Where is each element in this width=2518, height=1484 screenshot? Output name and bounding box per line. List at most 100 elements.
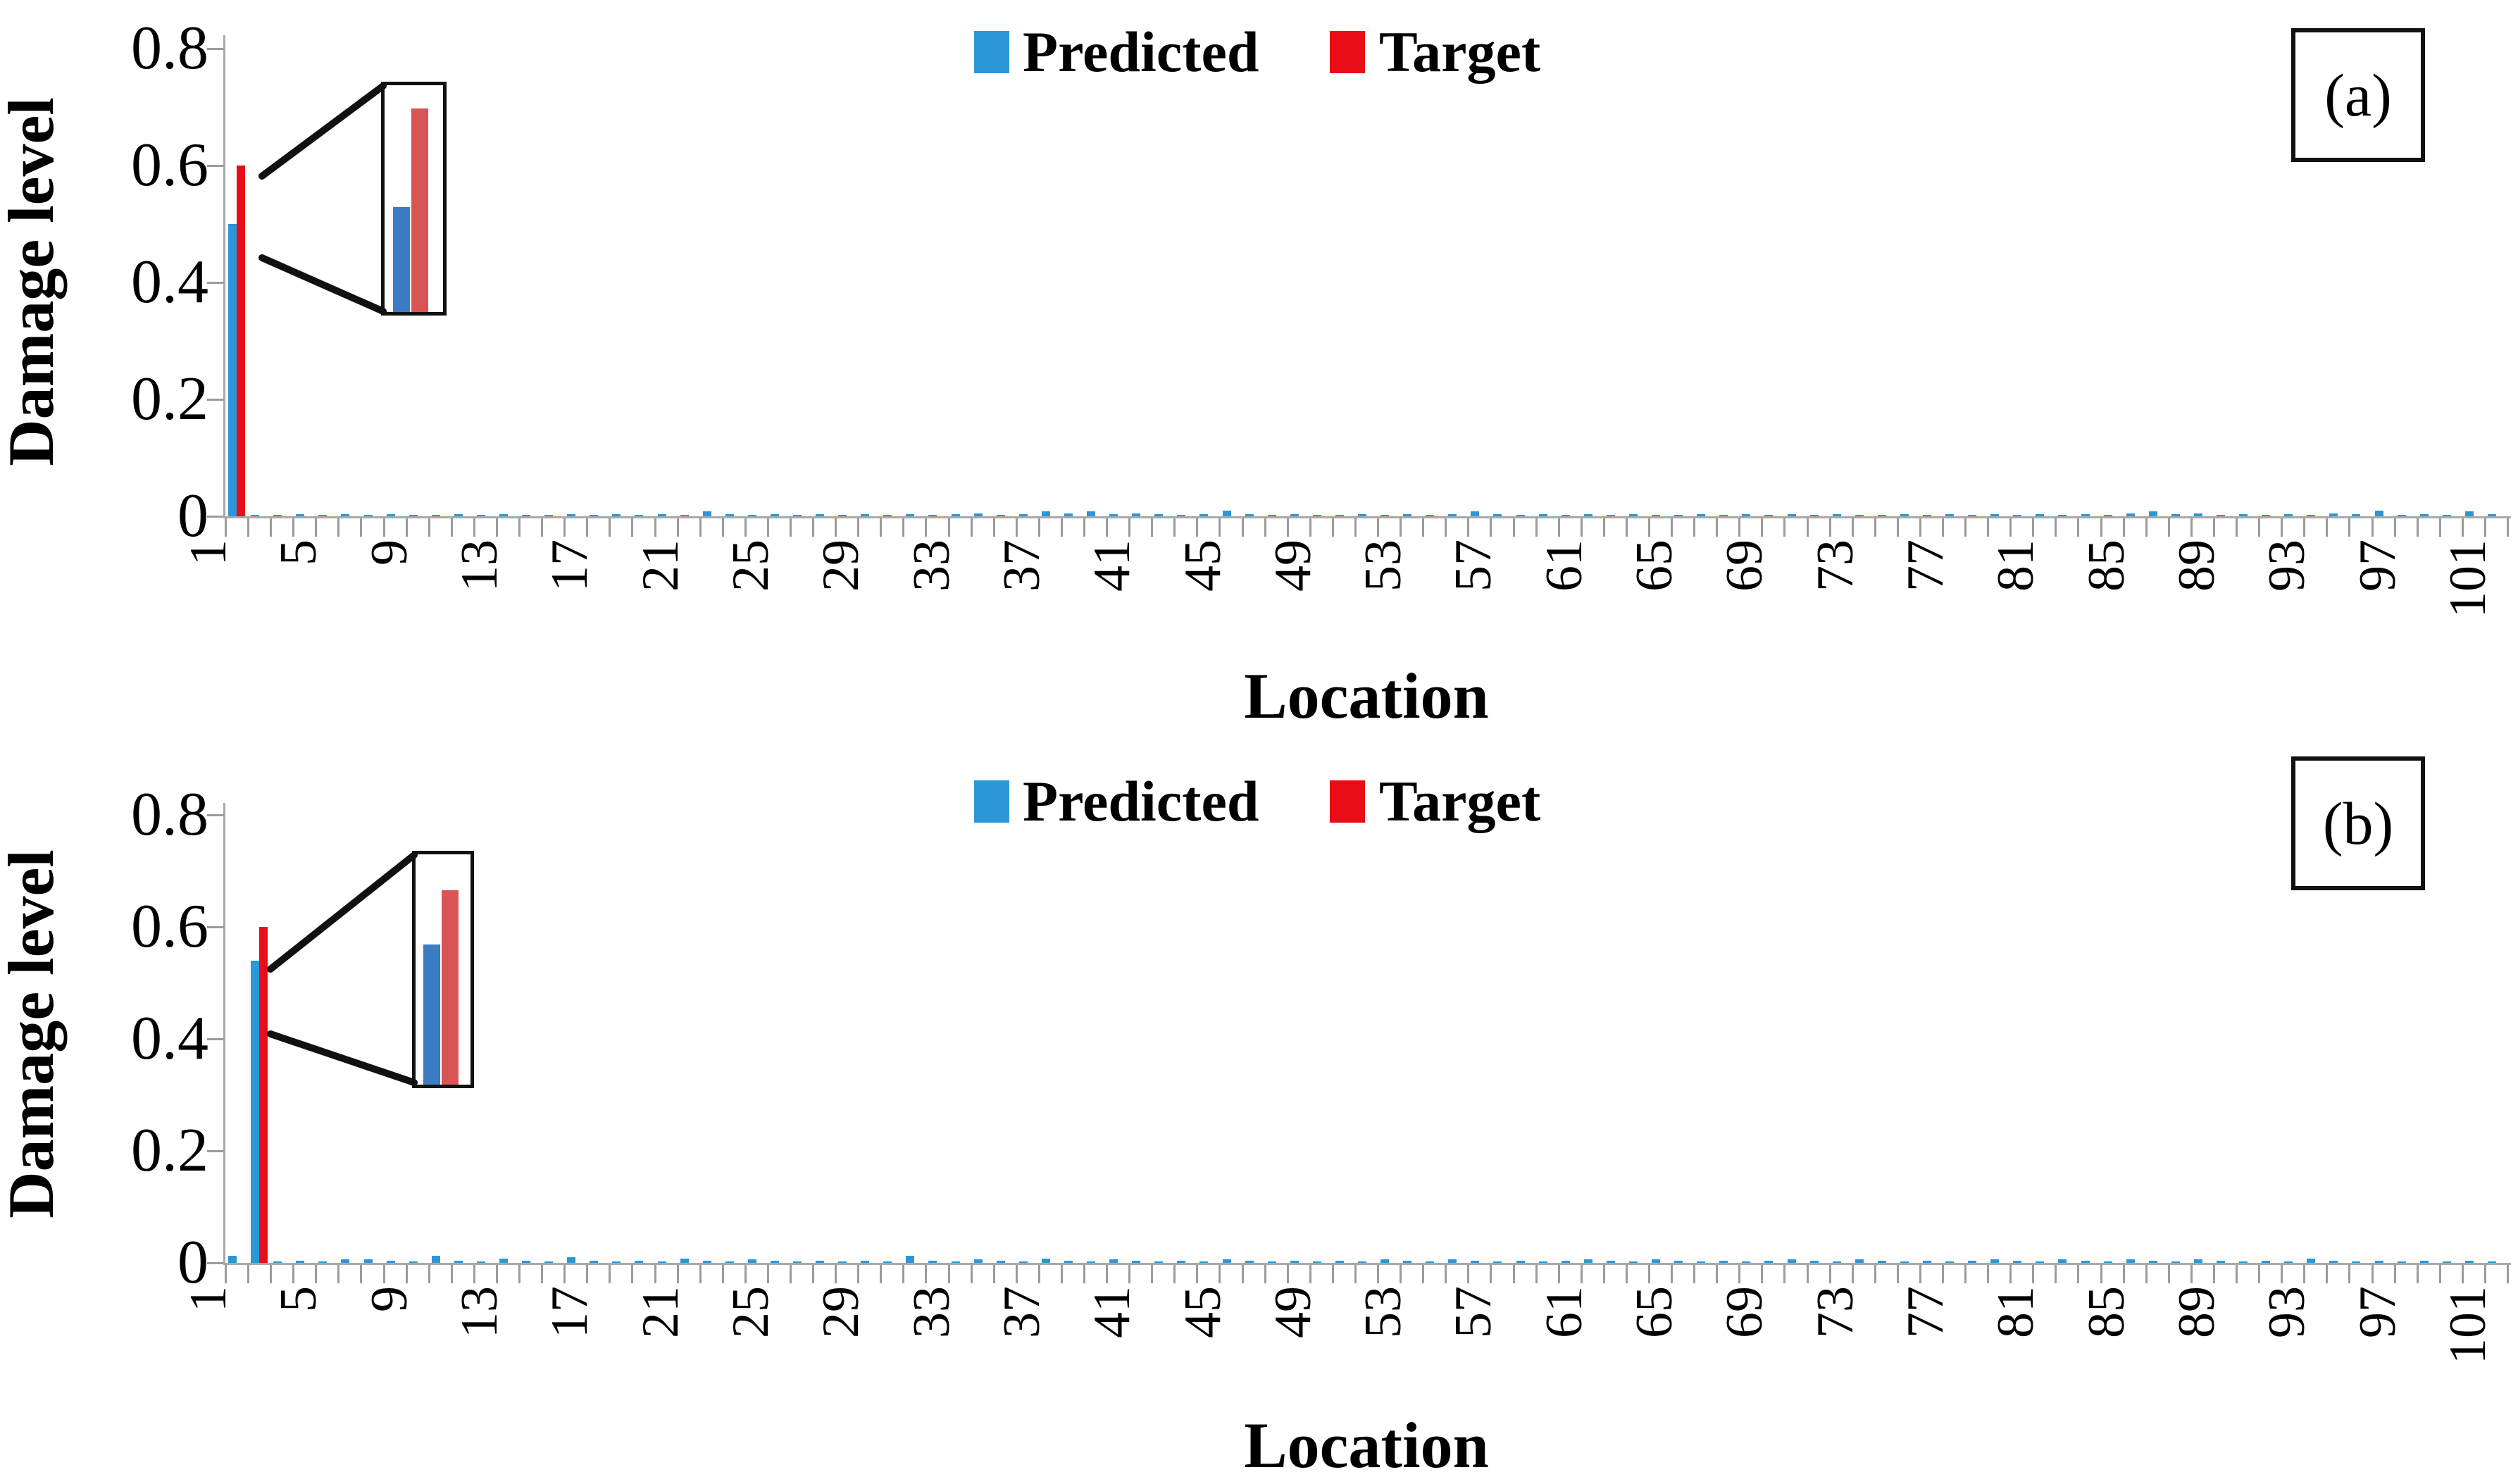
x-tick-mark: [1738, 1265, 1741, 1283]
predicted-bar-loc-6: [341, 1259, 350, 1263]
predicted-bar-loc-45: [1222, 1259, 1231, 1263]
x-tick-mark: [495, 518, 498, 537]
y-tick-label: 0.6: [131, 131, 208, 199]
predicted-bar-loc-66: [1697, 513, 1706, 516]
x-tick-mark: [1535, 518, 1538, 537]
x-tick-mark: [2438, 1265, 2441, 1283]
predicted-bar-loc-60: [1561, 1260, 1570, 1263]
predicted-bar-loc-8: [386, 513, 395, 516]
predicted-bar-loc-85: [2126, 1259, 2135, 1263]
predicted-bar-loc-70: [1787, 1259, 1796, 1263]
predicted-bar-loc-91: [2262, 515, 2271, 516]
x-tick-mark: [631, 518, 634, 537]
x-tick-mark: [2055, 518, 2057, 537]
predicted-bar-loc-59: [1538, 1261, 1547, 1263]
x-tick-mark: [925, 1265, 928, 1283]
x-tick-label: 53: [1354, 1286, 1413, 1338]
x-tick-label: 33: [902, 1286, 961, 1338]
inset-predicted-bar: [393, 206, 410, 312]
x-tick-mark: [518, 518, 521, 537]
x-tick-label: 101: [2438, 1286, 2497, 1364]
x-axis-line: [223, 516, 2511, 518]
panel-label-box-a: (a): [2291, 28, 2425, 162]
predicted-bar-loc-71: [1809, 1260, 1819, 1263]
x-tick-mark: [2258, 518, 2261, 537]
inset-target-bar: [442, 890, 459, 1085]
x-tick-mark: [2190, 1265, 2193, 1283]
predicted-bar-loc-64: [1652, 1259, 1661, 1263]
predicted-bar-loc-64: [1652, 515, 1661, 516]
predicted-bar-loc-45: [1222, 510, 1231, 516]
legend-label-target: Target: [1379, 769, 1541, 833]
x-tick-mark: [1580, 1265, 1583, 1283]
x-tick-mark: [2507, 518, 2509, 537]
x-tick-mark: [2483, 1265, 2486, 1283]
x-tick-mark: [2393, 518, 2396, 537]
x-tick-mark: [1625, 518, 1628, 537]
predicted-bar-loc-70: [1787, 513, 1796, 516]
x-tick-mark: [699, 1265, 702, 1283]
predicted-bar-loc-23: [725, 1261, 734, 1263]
predicted-bar-loc-15: [544, 1261, 554, 1263]
target-bar-loc-2: [259, 927, 268, 1263]
y-tick-label: 0.4: [131, 248, 208, 316]
x-tick-mark: [2032, 518, 2035, 537]
predicted-bar-loc-47: [1267, 514, 1276, 516]
predicted-bar-loc-10: [431, 514, 440, 516]
y-tick-mark: [207, 926, 224, 928]
x-tick-mark: [676, 1265, 679, 1283]
x-tick-label: 73: [1806, 1286, 1864, 1338]
predicted-bar-loc-89: [2217, 1260, 2225, 1263]
predicted-bar-loc-35: [996, 514, 1005, 516]
legend-swatch-target-icon: [1330, 31, 1365, 73]
predicted-bar-loc-16: [567, 1257, 576, 1263]
legend-label-predicted: Predicted: [1023, 769, 1259, 833]
predicted-bar-loc-67: [1719, 515, 1728, 516]
y-tick-label: 0: [177, 482, 208, 550]
x-tick-mark: [1693, 518, 1696, 537]
x-tick-mark: [2371, 518, 2374, 537]
x-tick-mark: [925, 518, 928, 537]
x-tick-mark: [1467, 1265, 1470, 1283]
predicted-bar-loc-48: [1290, 1260, 1299, 1263]
predicted-bar-loc-42: [1154, 1261, 1164, 1263]
predicted-bar-loc-15: [544, 515, 554, 516]
predicted-bar-loc-55: [1448, 513, 1457, 516]
predicted-bar-loc-68: [1742, 1261, 1751, 1263]
x-tick-label: 13: [450, 1286, 509, 1338]
x-tick-mark: [1964, 1265, 1967, 1283]
x-tick-mark: [382, 1265, 385, 1283]
x-tick-mark: [1015, 1265, 1018, 1283]
x-tick-mark: [699, 518, 702, 537]
predicted-bar-loc-27: [816, 513, 825, 516]
x-tick-label: 65: [1626, 1286, 1684, 1338]
x-tick-mark: [744, 518, 747, 537]
predicted-bar-loc-42: [1154, 513, 1164, 516]
predicted-bar-loc-41: [1132, 1260, 1141, 1263]
x-tick-label: 1: [180, 1286, 238, 1312]
x-tick-mark: [1874, 1265, 1876, 1283]
x-tick-label: 5: [270, 1286, 328, 1312]
predicted-bar-loc-75: [1900, 513, 1909, 516]
predicted-bar-loc-16: [567, 513, 576, 516]
predicted-bar-loc-9: [409, 1261, 418, 1263]
predicted-bar-loc-40: [1109, 1259, 1118, 1263]
x-tick-mark: [2416, 518, 2419, 537]
predicted-bar-loc-88: [2193, 1259, 2202, 1263]
predicted-bar-loc-53: [1403, 513, 1412, 516]
predicted-bar-loc-22: [702, 511, 711, 516]
x-tick-mark: [1106, 1265, 1109, 1283]
predicted-bar-loc-47: [1267, 1261, 1276, 1263]
predicted-bar-loc-39: [1087, 1261, 1096, 1263]
x-tick-mark: [1671, 518, 1674, 537]
predicted-bar-loc-18: [612, 1261, 621, 1263]
x-tick-mark: [2055, 1265, 2057, 1283]
predicted-bar-loc-33: [951, 1261, 960, 1263]
x-tick-mark: [586, 1265, 589, 1283]
predicted-bar-loc-2: [251, 515, 260, 516]
predicted-bar-loc-33: [951, 513, 960, 516]
predicted-bar-loc-80: [2013, 514, 2022, 516]
x-tick-label: 69: [1716, 1286, 1774, 1338]
y-tick-mark: [207, 516, 224, 518]
predicted-bar-loc-28: [838, 514, 847, 516]
